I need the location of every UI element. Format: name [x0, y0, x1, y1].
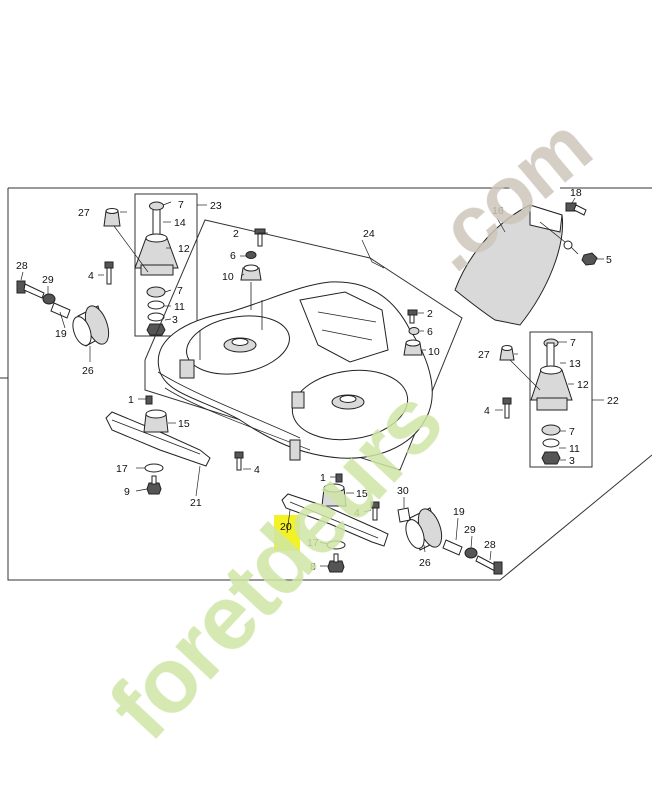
nut-5 [581, 252, 598, 266]
callout-22: 22 [607, 395, 619, 407]
callout-11-left: 11 [174, 301, 185, 313]
callout-2-center: 2 [233, 228, 239, 240]
nut-10-center [240, 264, 262, 281]
callout-6-right: 6 [427, 326, 433, 338]
wheel-26-left [72, 305, 110, 347]
washer-29-left [42, 293, 56, 305]
callout-3-right: 3 [569, 455, 575, 467]
callout-19-right: 19 [453, 506, 465, 518]
washer-17-right [326, 540, 346, 550]
callout-28-left: 28 [16, 260, 28, 272]
callout-28-right: 28 [484, 539, 496, 551]
callout-27-left: 27 [78, 207, 90, 219]
bolt-18 [565, 202, 587, 216]
blade-20 [281, 493, 389, 547]
callout-4-right: 4 [484, 405, 490, 417]
bolt-9 [146, 475, 162, 495]
bolt-4-blade [370, 501, 380, 521]
discharge-chute-16 [454, 204, 579, 326]
callout-7-left-top: 7 [178, 199, 184, 211]
callout-7-right-top: 7 [570, 337, 576, 349]
callout-20: 20 [280, 521, 292, 533]
callout-7-right-bottom: 7 [569, 426, 575, 438]
callout-12-left: 12 [178, 243, 190, 255]
washer-6-right [408, 327, 420, 335]
callout-19-left: 19 [55, 328, 67, 340]
spindle-assembly-left [134, 193, 198, 337]
callout-18: 18 [570, 187, 582, 199]
stud-2-right [407, 309, 418, 324]
spacer-19-right [442, 539, 463, 556]
callout-1-left: 1 [128, 394, 134, 406]
cap-27-left [103, 208, 121, 227]
bolt-4-lower [234, 451, 244, 471]
washer-29-right [464, 547, 478, 559]
nut-10-right [403, 339, 423, 356]
callout-3-left: 3 [172, 314, 178, 326]
spindle-assembly-right [529, 331, 593, 468]
callout-17-left: 17 [116, 463, 128, 475]
bolt-28-left [16, 280, 45, 299]
bolt-4-left [104, 261, 114, 285]
callout-10-right: 10 [428, 346, 440, 358]
callout-4-blade: 4 [354, 507, 360, 519]
callout-24: 24 [363, 228, 375, 240]
callout-12-right: 12 [577, 379, 589, 391]
callout-16: 16 [492, 205, 504, 217]
callout-8: 8 [310, 561, 316, 573]
callout-2-right: 2 [427, 308, 433, 320]
key-1-left [145, 395, 153, 405]
callout-27-right: 27 [478, 349, 490, 361]
diagram-frame [0, 187, 652, 581]
callout-30: 30 [397, 485, 409, 497]
callout-13: 13 [569, 358, 581, 370]
wheel-26-right [405, 507, 443, 551]
bolt-28-right [475, 555, 503, 575]
blade-21 [105, 411, 211, 467]
bolt-8 [327, 553, 345, 573]
adapter-15-right [321, 483, 347, 507]
leader-lines [20, 197, 604, 567]
washer-17-left [144, 463, 164, 473]
clip-30 [397, 507, 411, 523]
callout-15-left: 15 [178, 418, 190, 430]
callout-11-right: 11 [569, 443, 580, 455]
adapter-15-left [143, 409, 169, 433]
callout-29-left: 29 [42, 274, 54, 286]
callout-4-left: 4 [88, 270, 94, 282]
callout-23: 23 [210, 200, 222, 212]
callout-15-right: 15 [356, 488, 368, 500]
callout-26-left: 26 [82, 365, 94, 377]
callout-10-center: 10 [222, 271, 234, 283]
stud-2-center [254, 228, 266, 247]
callout-21: 21 [190, 497, 202, 509]
callout-5: 5 [606, 254, 612, 266]
callout-29-right: 29 [464, 524, 476, 536]
callout-9: 9 [124, 486, 130, 498]
callout-26-right: 26 [419, 557, 431, 569]
callout-7-left-bottom: 7 [177, 285, 183, 297]
mower-deck-24 [144, 219, 463, 471]
cap-27-right [499, 345, 515, 361]
spacer-19-left [50, 302, 71, 319]
callout-6-center: 6 [230, 250, 236, 262]
key-1-right [335, 473, 343, 483]
callout-17-right: 17 [307, 537, 319, 549]
callout-4-lower: 4 [254, 464, 260, 476]
callout-1-right: 1 [320, 472, 326, 484]
callout-14: 14 [174, 217, 186, 229]
bolt-4-right [502, 397, 512, 419]
washer-6-center [245, 251, 257, 259]
callout-labels: 27 7 23 14 12 28 29 4 7 11 3 19 26 2 24 … [16, 187, 619, 573]
